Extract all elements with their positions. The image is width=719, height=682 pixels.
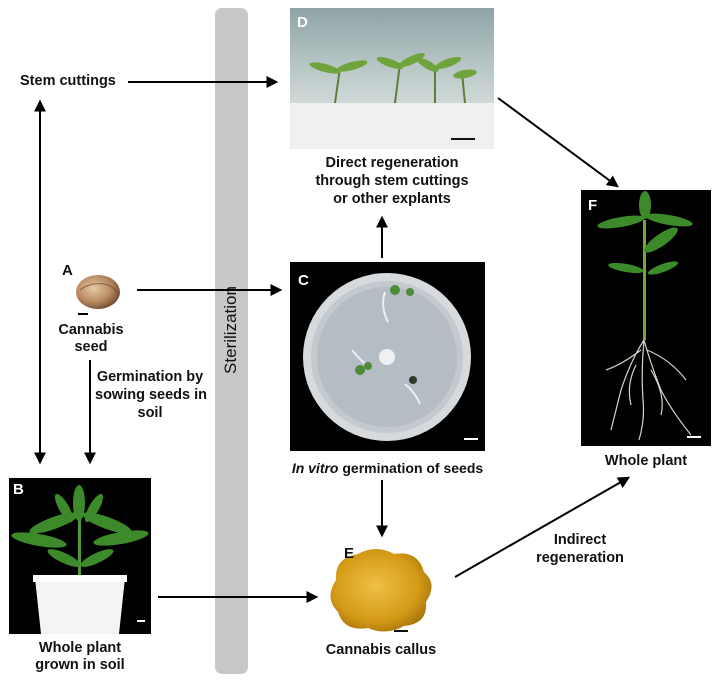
in-vitro-rest: germination of seeds	[338, 460, 484, 476]
petri-dish-image	[303, 273, 471, 441]
indirect-regeneration-label-line2: regeneration	[536, 550, 624, 566]
panel-b-scalebar	[137, 620, 145, 622]
stem-cuttings-image	[290, 8, 494, 149]
panel-c-image: C	[290, 262, 485, 451]
direct-regeneration-label-line3: or other explants	[333, 191, 451, 207]
panel-c-letter: C	[298, 272, 309, 289]
germination-label-line2: sowing seeds in	[95, 387, 207, 403]
panel-e-letter: E	[344, 545, 355, 562]
panel-d-letter: D	[297, 14, 308, 31]
whole-plant-soil-label-line2: grown in soil	[35, 657, 125, 673]
panel-a-letter: A	[62, 262, 73, 279]
panel-b-letter: B	[13, 481, 24, 498]
indirect-regeneration-label-line1: Indirect	[553, 532, 607, 548]
panel-d-scalebar	[451, 138, 475, 140]
arrow-e-to-f	[454, 476, 631, 578]
germination-label-line1: Germination by	[96, 369, 204, 385]
arrow-d-to-f	[497, 97, 619, 188]
germination-label-line3: soil	[137, 405, 163, 421]
panel-b-image: B	[9, 478, 151, 634]
whole-plant-roots-image	[597, 191, 693, 441]
stem-cuttings-label: Stem cuttings	[20, 73, 116, 89]
sterilization-bar	[215, 8, 248, 674]
panel-c-scalebar	[464, 438, 478, 440]
cannabis-seed-label-line2: seed	[74, 339, 108, 355]
in-vitro-italic: In vitro	[291, 460, 339, 476]
cannabis-seed-image	[76, 275, 120, 315]
in-vitro-germination-label: In vitro germination of seeds	[290, 460, 485, 477]
whole-plant-soil-label-line1: Whole plant	[38, 640, 122, 656]
panel-d-image: D	[290, 8, 494, 149]
potted-plant-image	[11, 485, 149, 634]
direct-regeneration-label-line1: Direct regeneration	[325, 155, 459, 171]
panel-f-letter: F	[588, 197, 598, 214]
panel-f-scalebar	[687, 436, 701, 438]
direct-regeneration-label-line2: through stem cuttings	[315, 173, 469, 189]
panel-f-image: F	[581, 190, 711, 446]
cannabis-callus-label: Cannabis callus	[325, 642, 437, 658]
whole-plant-label: Whole plant	[604, 453, 688, 469]
panel-e-callus-image	[330, 549, 432, 632]
cannabis-seed-label-line1: Cannabis	[58, 322, 124, 338]
